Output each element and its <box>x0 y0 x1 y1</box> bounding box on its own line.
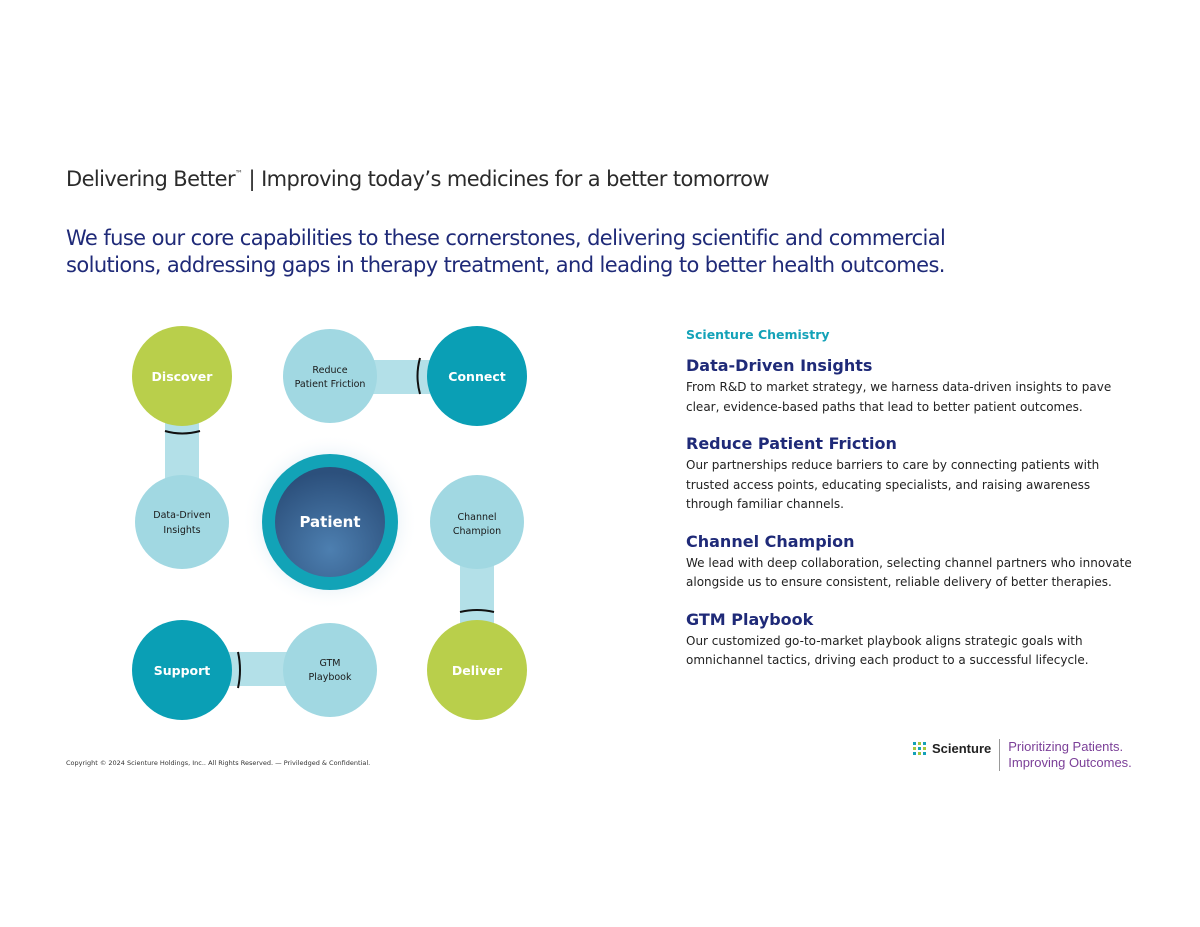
deliver-circle <box>427 620 527 720</box>
section-body: We lead with deep collaboration, selecti… <box>686 555 1132 590</box>
brand-name: Scienture <box>932 741 992 756</box>
trademark: ™ <box>235 169 243 178</box>
copyright: Copyright © 2024 Scienture Holdings, Inc… <box>66 759 371 767</box>
deliver-label: Deliver <box>452 663 503 678</box>
tagline-line-1: Prioritizing Patients. <box>1008 739 1124 754</box>
section-title: Reduce Patient Friction <box>686 434 897 453</box>
section-body: Our customized go-to-market playbook ali… <box>686 633 1089 668</box>
reduce-label-2: Patient Friction <box>295 379 366 390</box>
channel-label-1: Channel <box>457 512 496 523</box>
channel-label-2: Champion <box>453 526 501 537</box>
discover-label: Discover <box>152 369 214 384</box>
section-body: Our partnerships reduce barriers to care… <box>686 458 1100 511</box>
section-body: From R&D to market strategy, we harness … <box>686 380 1112 414</box>
section-title: GTM Playbook <box>686 609 814 629</box>
logo-mark-icon <box>913 742 926 755</box>
channel-circle <box>430 475 524 569</box>
support-label: Support <box>154 663 211 678</box>
connector <box>370 360 430 394</box>
connector <box>225 652 287 686</box>
slide-subtitle: We fuse our core capabilities to these c… <box>66 226 946 277</box>
tagline-line-2: Improving Outcomes. <box>1008 755 1132 770</box>
reduce-label-1: Reduce <box>312 365 347 376</box>
data-driven-label-2: Insights <box>163 525 200 536</box>
description-panel: Scienture Chemistry Data-Driven Insights… <box>686 327 1136 688</box>
title-rest: | Improving today’s medicines for a bett… <box>242 167 770 191</box>
cornerstones-diagram: Discover Connect Support Deliver Patient… <box>132 326 527 720</box>
data-driven-circle <box>135 475 229 569</box>
connector <box>460 565 494 627</box>
gtm-label-1: GTM <box>319 658 340 669</box>
title-main: Delivering Better <box>66 167 236 191</box>
tagline: Prioritizing Patients.Improving Outcomes… <box>1008 739 1132 771</box>
connector <box>165 420 199 480</box>
section-title: Data-Driven Insights <box>686 356 873 375</box>
patient-circle <box>275 467 385 577</box>
discover-circle <box>132 326 232 426</box>
logo-divider <box>999 739 1001 771</box>
connect-label: Connect <box>448 369 505 384</box>
connect-circle <box>427 326 527 426</box>
section-channel-champion: Channel Champion We lead with deep collab… <box>686 532 1136 593</box>
patient-label: Patient <box>299 513 360 531</box>
panel-kicker: Scienture Chemistry <box>686 327 830 342</box>
reduce-circle <box>283 329 377 423</box>
support-circle <box>132 620 232 720</box>
gtm-label-2: Playbook <box>309 672 352 683</box>
data-driven-label-1: Data-Driven <box>153 510 210 521</box>
gtm-circle <box>283 623 377 717</box>
section-title: Channel Champion <box>686 531 855 551</box>
slide-title: Delivering Better™ | Improving today’s m… <box>66 167 770 191</box>
scienture-logo: Scienture Prioritizing Patients.Improvin… <box>913 739 1132 771</box>
